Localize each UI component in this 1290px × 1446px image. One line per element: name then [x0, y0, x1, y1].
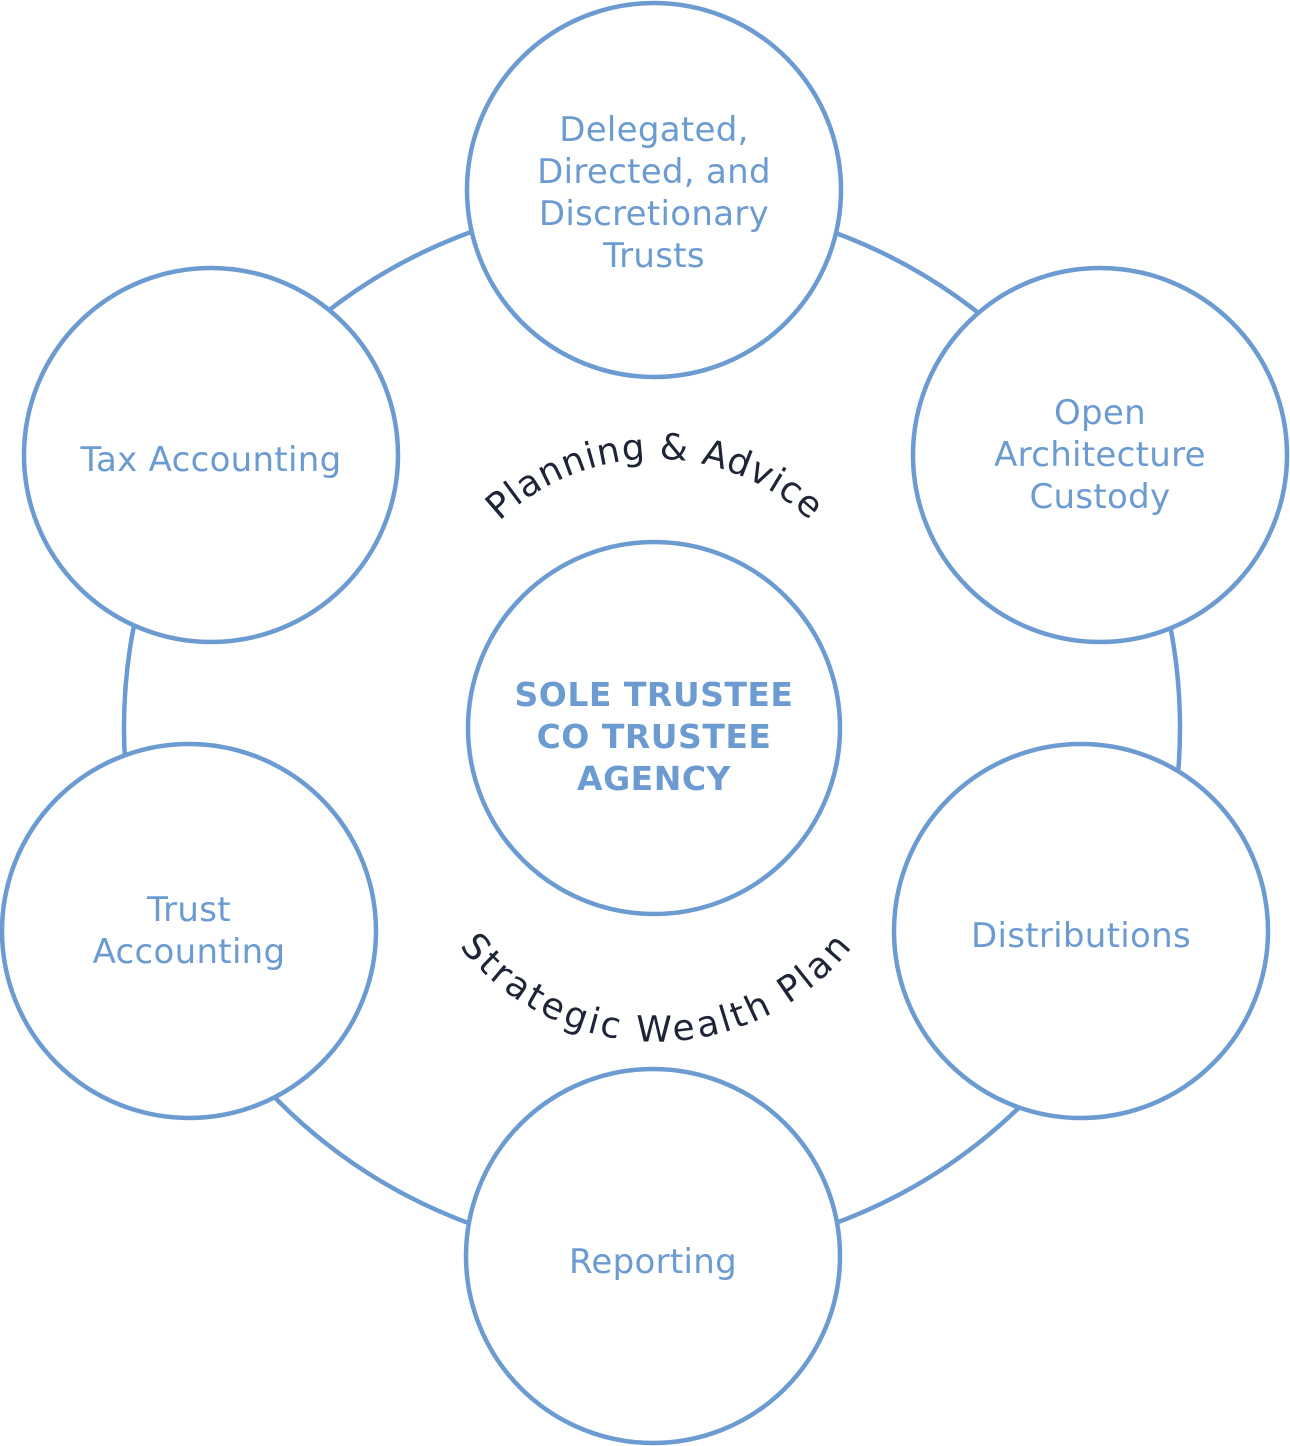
node-top-line-2: Directed, and	[537, 152, 771, 192]
node-top-line-3: Discretionary	[539, 194, 769, 234]
node-circle-bottom	[463, 1066, 843, 1446]
node-upper-left-line-1: Tax Accounting	[80, 440, 342, 480]
node-top-line-4: Trusts	[602, 236, 705, 276]
center-line-2: CO TRUSTEE	[537, 717, 772, 756]
node-circle-upper-right	[910, 265, 1290, 645]
node-trust-types: Delegated, Directed, and Discretionary T…	[464, 0, 844, 380]
center-node: SOLE TRUSTEE CO TRUSTEE AGENCY	[465, 539, 843, 917]
center-line-1: SOLE TRUSTEE	[515, 675, 794, 714]
node-upper-right-line-1: Open	[1054, 393, 1146, 433]
center-line-3: AGENCY	[577, 759, 732, 798]
node-upper-right-line-2: Architecture	[994, 435, 1206, 475]
node-distributions: Distributions	[891, 741, 1271, 1121]
node-lower-left-line-2: Accounting	[93, 932, 286, 972]
node-tax-accounting: Tax Accounting	[21, 265, 401, 645]
node-lower-right-line-1: Distributions	[971, 916, 1191, 956]
lower-arc-label: Strategic Wealth Plan	[452, 925, 859, 1050]
node-reporting: Reporting	[463, 1066, 843, 1446]
node-circle-lower-right	[891, 741, 1271, 1121]
node-circle-top	[464, 0, 844, 380]
node-top-line-1: Delegated,	[559, 110, 749, 150]
node-upper-right-line-3: Custody	[1030, 477, 1171, 517]
node-lower-left-line-1: Trust	[146, 890, 231, 930]
node-open-architecture-custody: Open Architecture Custody	[910, 265, 1290, 645]
node-circle-lower-left	[0, 741, 379, 1121]
upper-arc-label: Planning & Advice	[478, 427, 831, 528]
node-circle-upper-left	[21, 265, 401, 645]
node-bottom-line-1: Reporting	[569, 1242, 737, 1282]
center-circle	[465, 539, 843, 917]
node-trust-accounting: Trust Accounting	[0, 741, 379, 1121]
